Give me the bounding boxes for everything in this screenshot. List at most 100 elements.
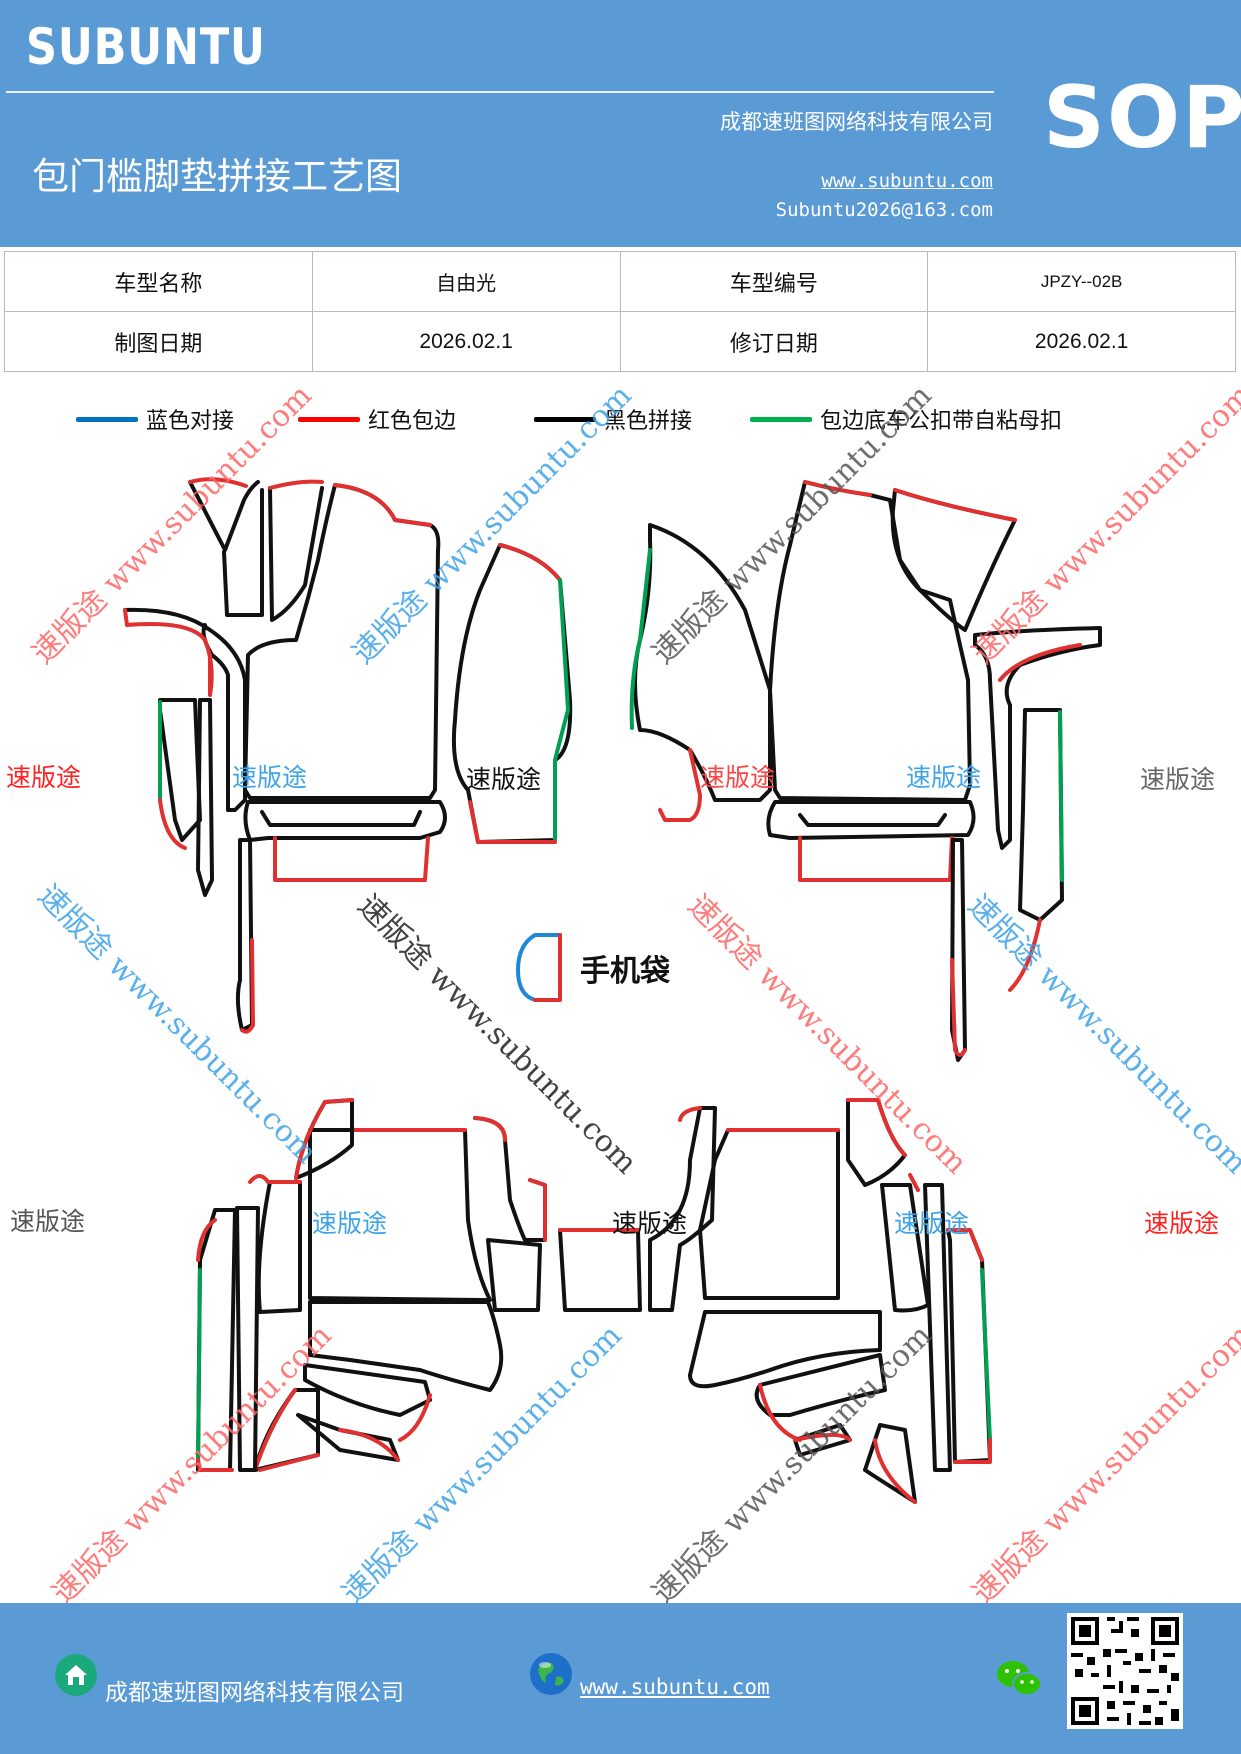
pattern-group-front-right [629, 480, 1102, 1062]
mat-piece-edge [196, 1268, 202, 1462]
pattern-group-rear-left [196, 1098, 642, 1472]
mat-piece [123, 607, 247, 812]
mat-piece [754, 1353, 887, 1417]
mat-piece-edge [253, 1388, 320, 1472]
mat-piece-edge [950, 958, 967, 1057]
mat-piece-edge [908, 1173, 920, 1192]
watermark-brand: 速版途 [1144, 1210, 1220, 1238]
mat-piece-edge [123, 608, 214, 697]
legend-item-red: 红色包边 [298, 403, 456, 435]
mat-piece [296, 1413, 400, 1462]
mat-piece [222, 488, 264, 617]
email-address: Subuntu2026@163.com [775, 199, 993, 221]
mat-piece-edge [498, 543, 562, 582]
mat-piece-edge [468, 800, 557, 844]
watermark-brand: 速版途 [466, 766, 542, 794]
mat-piece-edge [553, 578, 570, 842]
drawing-date-value: 2026.02.1 [311, 311, 621, 372]
mat-piece-edge [658, 748, 702, 822]
mat-piece [648, 1106, 717, 1312]
mat-piece [268, 486, 324, 622]
mat-piece [1018, 708, 1064, 922]
mat-piece-edge [240, 938, 255, 1034]
phone-bag-text: 手机袋 [580, 954, 670, 989]
mat-piece-edge [946, 1228, 984, 1262]
mat-piece [633, 523, 772, 802]
legend-label: 包边底车公扣带自粘母扣 [820, 409, 1063, 434]
home-icon [55, 1654, 97, 1696]
header-divider [6, 91, 994, 93]
info-table: 车型名称 自由光 车型编号 JPZY--02B 制图日期 2026.02.1 修… [4, 251, 1236, 372]
watermark-brand: 速版途 [10, 1208, 86, 1236]
footer-company: 成都速班图网络科技有限公司 [105, 1680, 404, 1706]
mat-piece [698, 1128, 840, 1300]
mat-piece-edge [294, 1098, 354, 1180]
watermark-brand: 速版途 [906, 764, 982, 792]
model-name-label: 车型名称 [4, 251, 313, 312]
phone-bag-shape [516, 933, 562, 1002]
legend-swatch-red [298, 416, 360, 422]
pattern-group-front-left [123, 477, 573, 1034]
drawing-date-label: 制图日期 [4, 311, 313, 372]
company-name: 成都速班图网络科技有限公司 [720, 110, 993, 134]
legend-swatch-green [750, 416, 812, 422]
model-code-value: JPZY--02B [927, 251, 1236, 312]
mat-piece [260, 810, 422, 827]
legend-label: 红色包边 [368, 409, 457, 434]
mat-piece-edge [893, 488, 1017, 522]
mat-piece-edge [398, 1393, 432, 1442]
mat-piece-edge [196, 1218, 217, 1262]
mat-piece [158, 698, 202, 842]
website-link[interactable]: www.subuntu.com [821, 170, 993, 192]
mat-piece-edge [333, 483, 432, 527]
mat-piece-edge [248, 1174, 302, 1184]
mat-piece-edge [758, 1383, 802, 1442]
mat-piece-edge [793, 1433, 852, 1442]
mat-piece [923, 1183, 952, 1472]
mat-piece [451, 543, 573, 844]
watermark-brand: 速版途 [232, 764, 308, 792]
mat-piece [303, 1363, 432, 1417]
mat-piece-edge [196, 1458, 234, 1472]
sop-badge: SOP [1043, 68, 1241, 168]
watermark-brand: 速版途 [894, 1210, 970, 1238]
mat-piece [235, 1206, 260, 1472]
mat-piece [486, 1238, 542, 1312]
footer: 成都速班图网络科技有限公司 www.subuntu.com [0, 1603, 1241, 1754]
mat-piece [863, 1423, 917, 1504]
watermark-brand: 速版途 [700, 764, 776, 792]
mat-piece-edge [1008, 918, 1042, 992]
watermark-brand: 速版途 [612, 1210, 688, 1238]
color-legend: 蓝色对接 红色包边 黑色拼接 包边底车公扣带自粘母扣 [0, 403, 1241, 443]
mat-piece [188, 480, 260, 552]
mat-piece-edge [980, 1268, 992, 1442]
table-row: 车型名称 自由光 车型编号 JPZY--02B [4, 251, 1236, 312]
legend-label: 蓝色对接 [146, 409, 235, 434]
revision-date-label: 修订日期 [619, 311, 929, 372]
mat-pattern-drawing [123, 477, 1102, 1504]
wechat-icon[interactable] [995, 1658, 1043, 1700]
revision-date-value: 2026.02.1 [927, 311, 1236, 372]
qr-code [1067, 1613, 1183, 1729]
model-code-label: 车型编号 [619, 251, 929, 312]
table-row: 制图日期 2026.02.1 修订日期 2026.02.1 [4, 311, 1236, 372]
legend-swatch-blue [76, 416, 138, 422]
mat-piece [308, 1300, 504, 1392]
mat-piece-edge [473, 1116, 547, 1242]
mat-piece [235, 838, 254, 1032]
mat-piece-edge [338, 1428, 400, 1462]
legend-item-green: 包边底车公扣带自粘母扣 [750, 403, 1062, 435]
mat-piece [798, 813, 947, 827]
globe-icon [530, 1653, 572, 1695]
watermark-brand: 速版途 [1140, 766, 1216, 794]
mat-piece-edge [678, 1106, 702, 1122]
mat-piece-edge [953, 1438, 992, 1464]
phone-bag-label: 手机袋 [570, 946, 670, 990]
footer-website-link[interactable]: www.subuntu.com [580, 1675, 770, 1699]
mat-piece [196, 698, 214, 897]
mat-piece-edge [273, 836, 430, 882]
mat-piece [766, 800, 976, 840]
mat-piece-edge [268, 479, 324, 490]
mat-piece [473, 1116, 547, 1242]
mat-piece-edge [158, 798, 187, 850]
